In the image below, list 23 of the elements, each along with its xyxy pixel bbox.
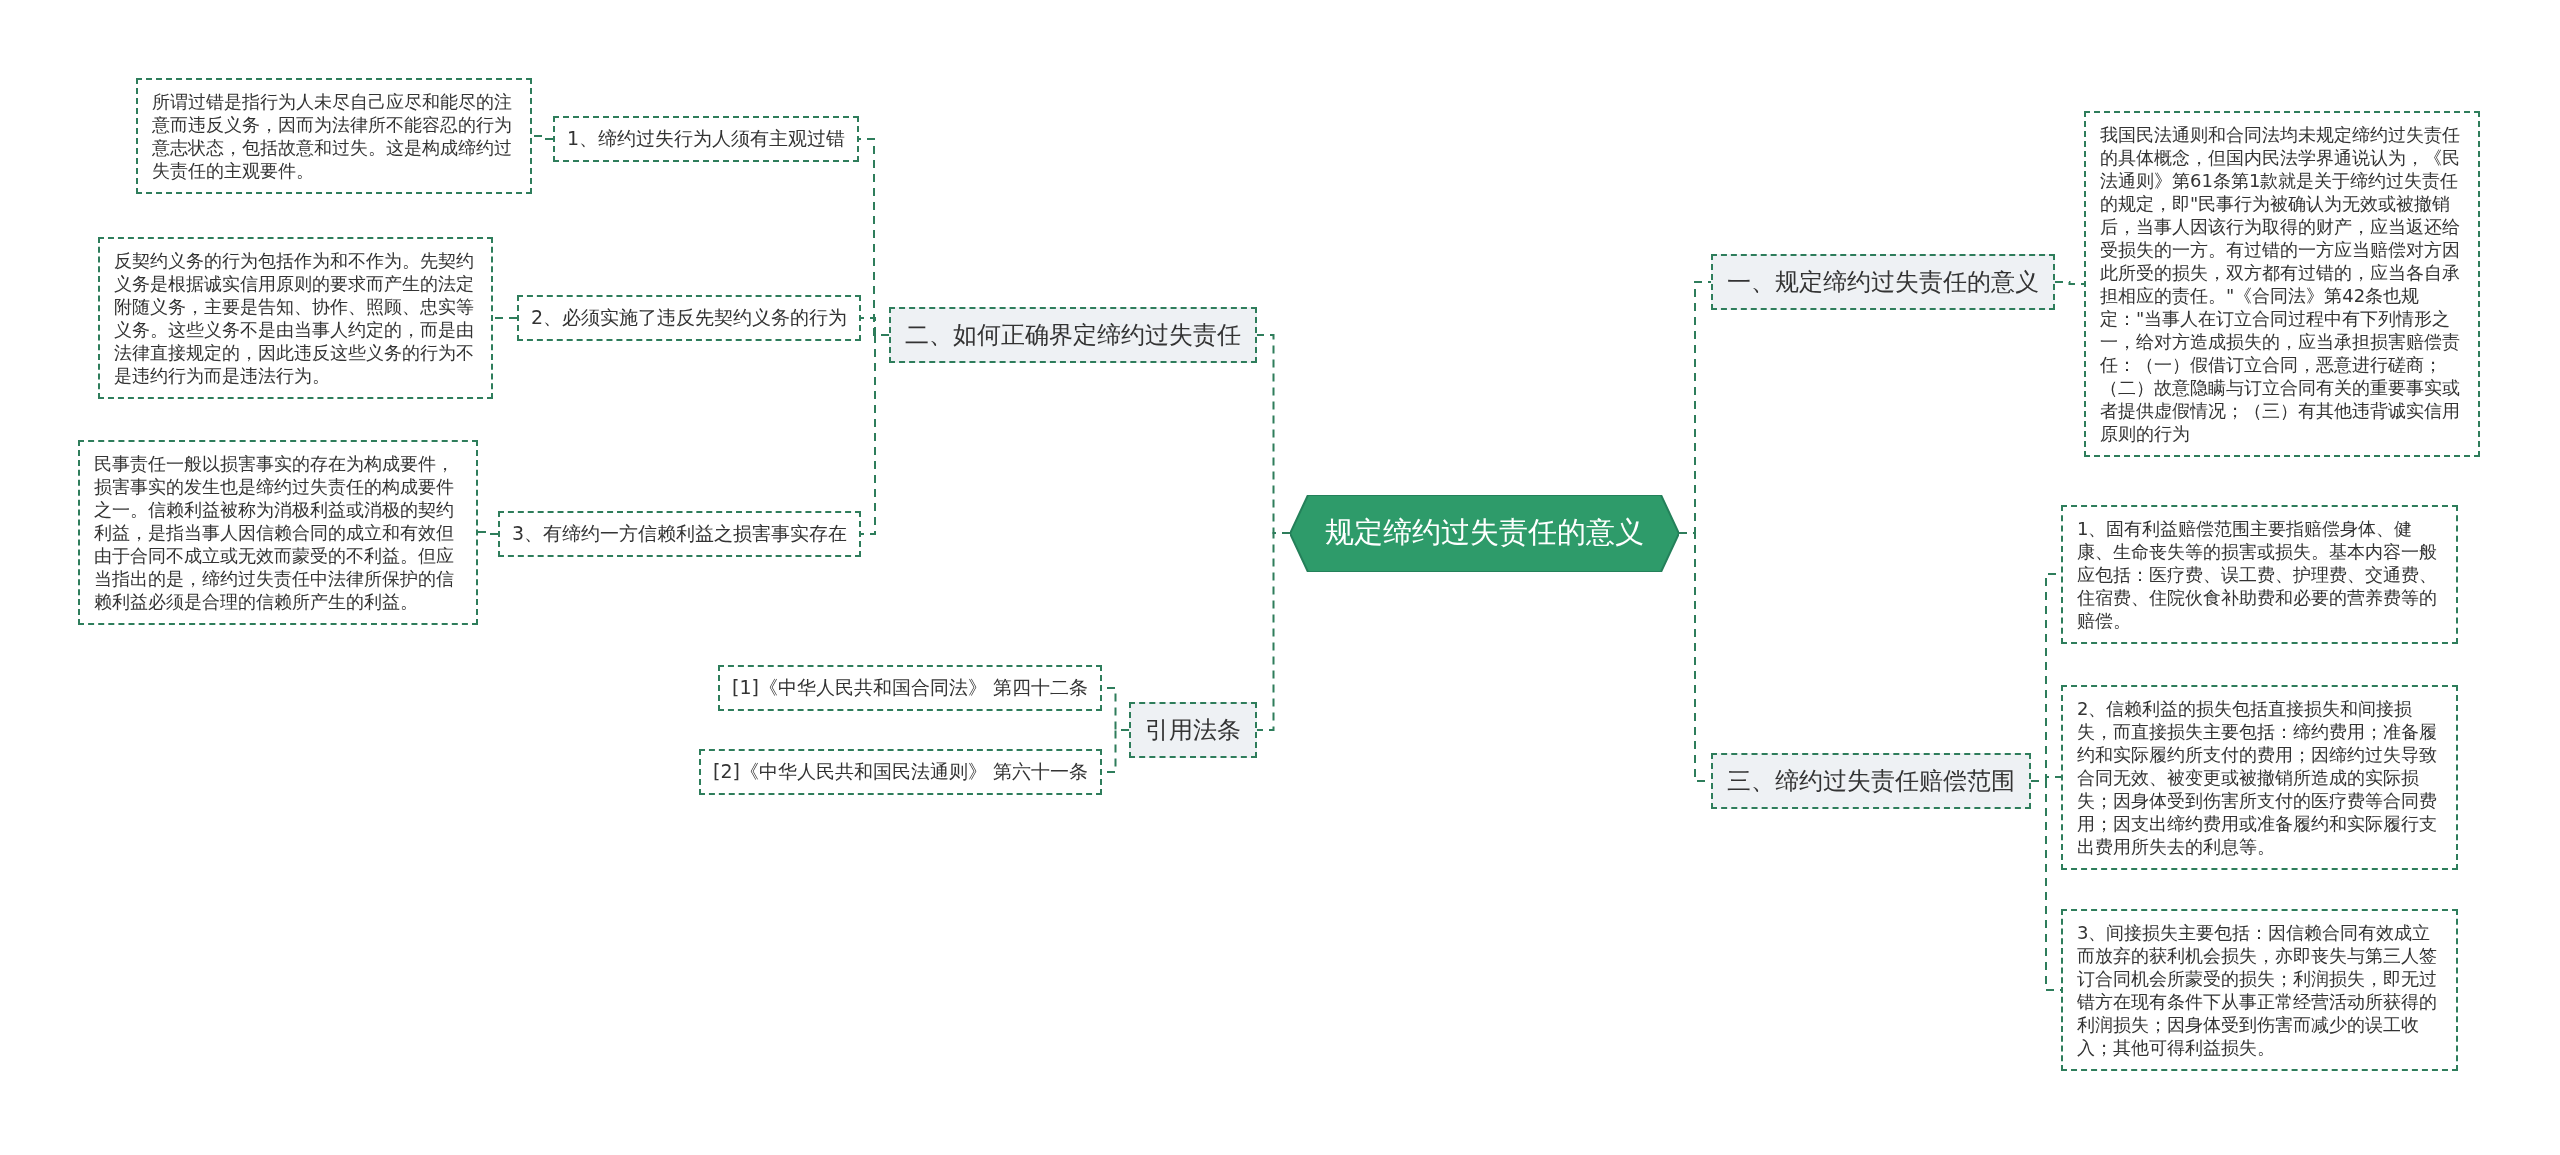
connector-line xyxy=(2054,281,2085,285)
topic-box: 一、规定缔约过失责任的意义 xyxy=(1711,254,2055,310)
connector-line xyxy=(860,334,890,535)
connector-line xyxy=(492,317,518,319)
text-box: 我国民法通则和合同法均未规定缔约过失责任的具体概念，但国内民法学界通说认为，《民法通则》第61条第1款就是关于缔约过失责任的规定，即"民事行为被确认为无效或被撤销后，当事人因该行为取得的财产，应当返还给受损失的一方。有过错的一方应当赔偿对方因此所受的损失，双方都有过错的，应当各自承担相应的责任。"《合同法》第42条也规定："当事人在订立合同过程中有下列情形之一，给对方造成损失的，应当承担损害赔偿责任：（一）假借订立合同，恶意进行磋商；（二）故意隐瞒与订立合同有关的重要事实或者提供虚假情况；（三）有其他违背诚实信用原则的行为 xyxy=(2084,111,2480,457)
subtopic-box: 1、缔约过失行为人须有主观过错 xyxy=(553,116,860,162)
subtopic-box: [1]《中华人民共和国合同法》 第四十二条 xyxy=(718,665,1102,711)
topic-box: 引用法条 xyxy=(1129,702,1257,758)
text-box: 1、固有利益赔偿范围主要指赔偿身体、健康、生命丧失等的损害或损失。基本内容一般应包括：医疗费、误工费、护理费、交通费、住宿费、住院伙食补助费和必要的营养费等的赔偿。 xyxy=(2061,504,2458,644)
connector-line xyxy=(1256,532,1291,731)
topic-box: 二、如何正确界定缔约过失责任 xyxy=(889,307,1257,363)
text-box: 3、间接损失主要包括：因信赖合同有效成立而放弃的获利机会损失，亦即丧失与第三人签订合同机会所蒙受的损失；利润损失，即无过错方在现有条件下从事正常经营活动所获得的利润损失；因身体受到伤害而减少的误工收入；其他可得利益损失。 xyxy=(2061,909,2458,1071)
connector-line xyxy=(477,531,499,535)
subtopic-box: 3、有缔约一方信赖利益之损害事实存在 xyxy=(498,511,862,557)
subtopic-box: [2]《中华人民共和国民法通则》 第六十一条 xyxy=(699,749,1102,795)
text-box: 民事责任一般以损害事实的存在为构成要件，损害事实的发生也是缔约过失责任的构成要件之一。信赖利益被称为消极利益或消极的契约利益，是指当事人因信赖合同的成立和有效但由于合同不成立或无效而蒙受的不利益。但应当指出的是，缔约过失责任中法律所保护的信赖利益必须是合理的信赖所产生的利益。 xyxy=(78,439,478,625)
text-box: 反契约义务的行为包括作为和不作为。先契约义务是根据诚实信用原则的要求而产生的法定附随义务，主要是告知、协作、照顾、忠实等义务。这些义务不是由当事人约定的，而是由法律直接规定的，因此违反这些义务的行为不是违约行为而是违法行为。 xyxy=(98,237,493,399)
connector-line xyxy=(531,135,554,140)
central-topic-hexagon: 规定缔约过失责任的意义 xyxy=(1290,494,1679,572)
subtopic-box: 2、必须实施了违反先契约义务的行为 xyxy=(517,295,862,341)
text-box: 所谓过错是指行为人未尽自己应尽和能尽的注意而违反义务，因而为法律所不能容忍的行为意志状态，包括故意和过失。这是构成缔约过失责任的主观要件。 xyxy=(136,78,532,194)
text-box: 2、信赖利益的损失包括直接损失和间接损失，而直接损失主要包括：缔约费用；准备履约和实际履约所支付的费用；因缔约过失导致合同无效、被变更或被撤销所造成的实际损失；因身体受到伤害所支付的医疗费等合同费用；因支出缔约费用或准备履约和实际履行支出费用所失去的利息等。 xyxy=(2061,684,2458,870)
topic-box: 三、缔约过失责任赔偿范围 xyxy=(1711,753,2031,809)
